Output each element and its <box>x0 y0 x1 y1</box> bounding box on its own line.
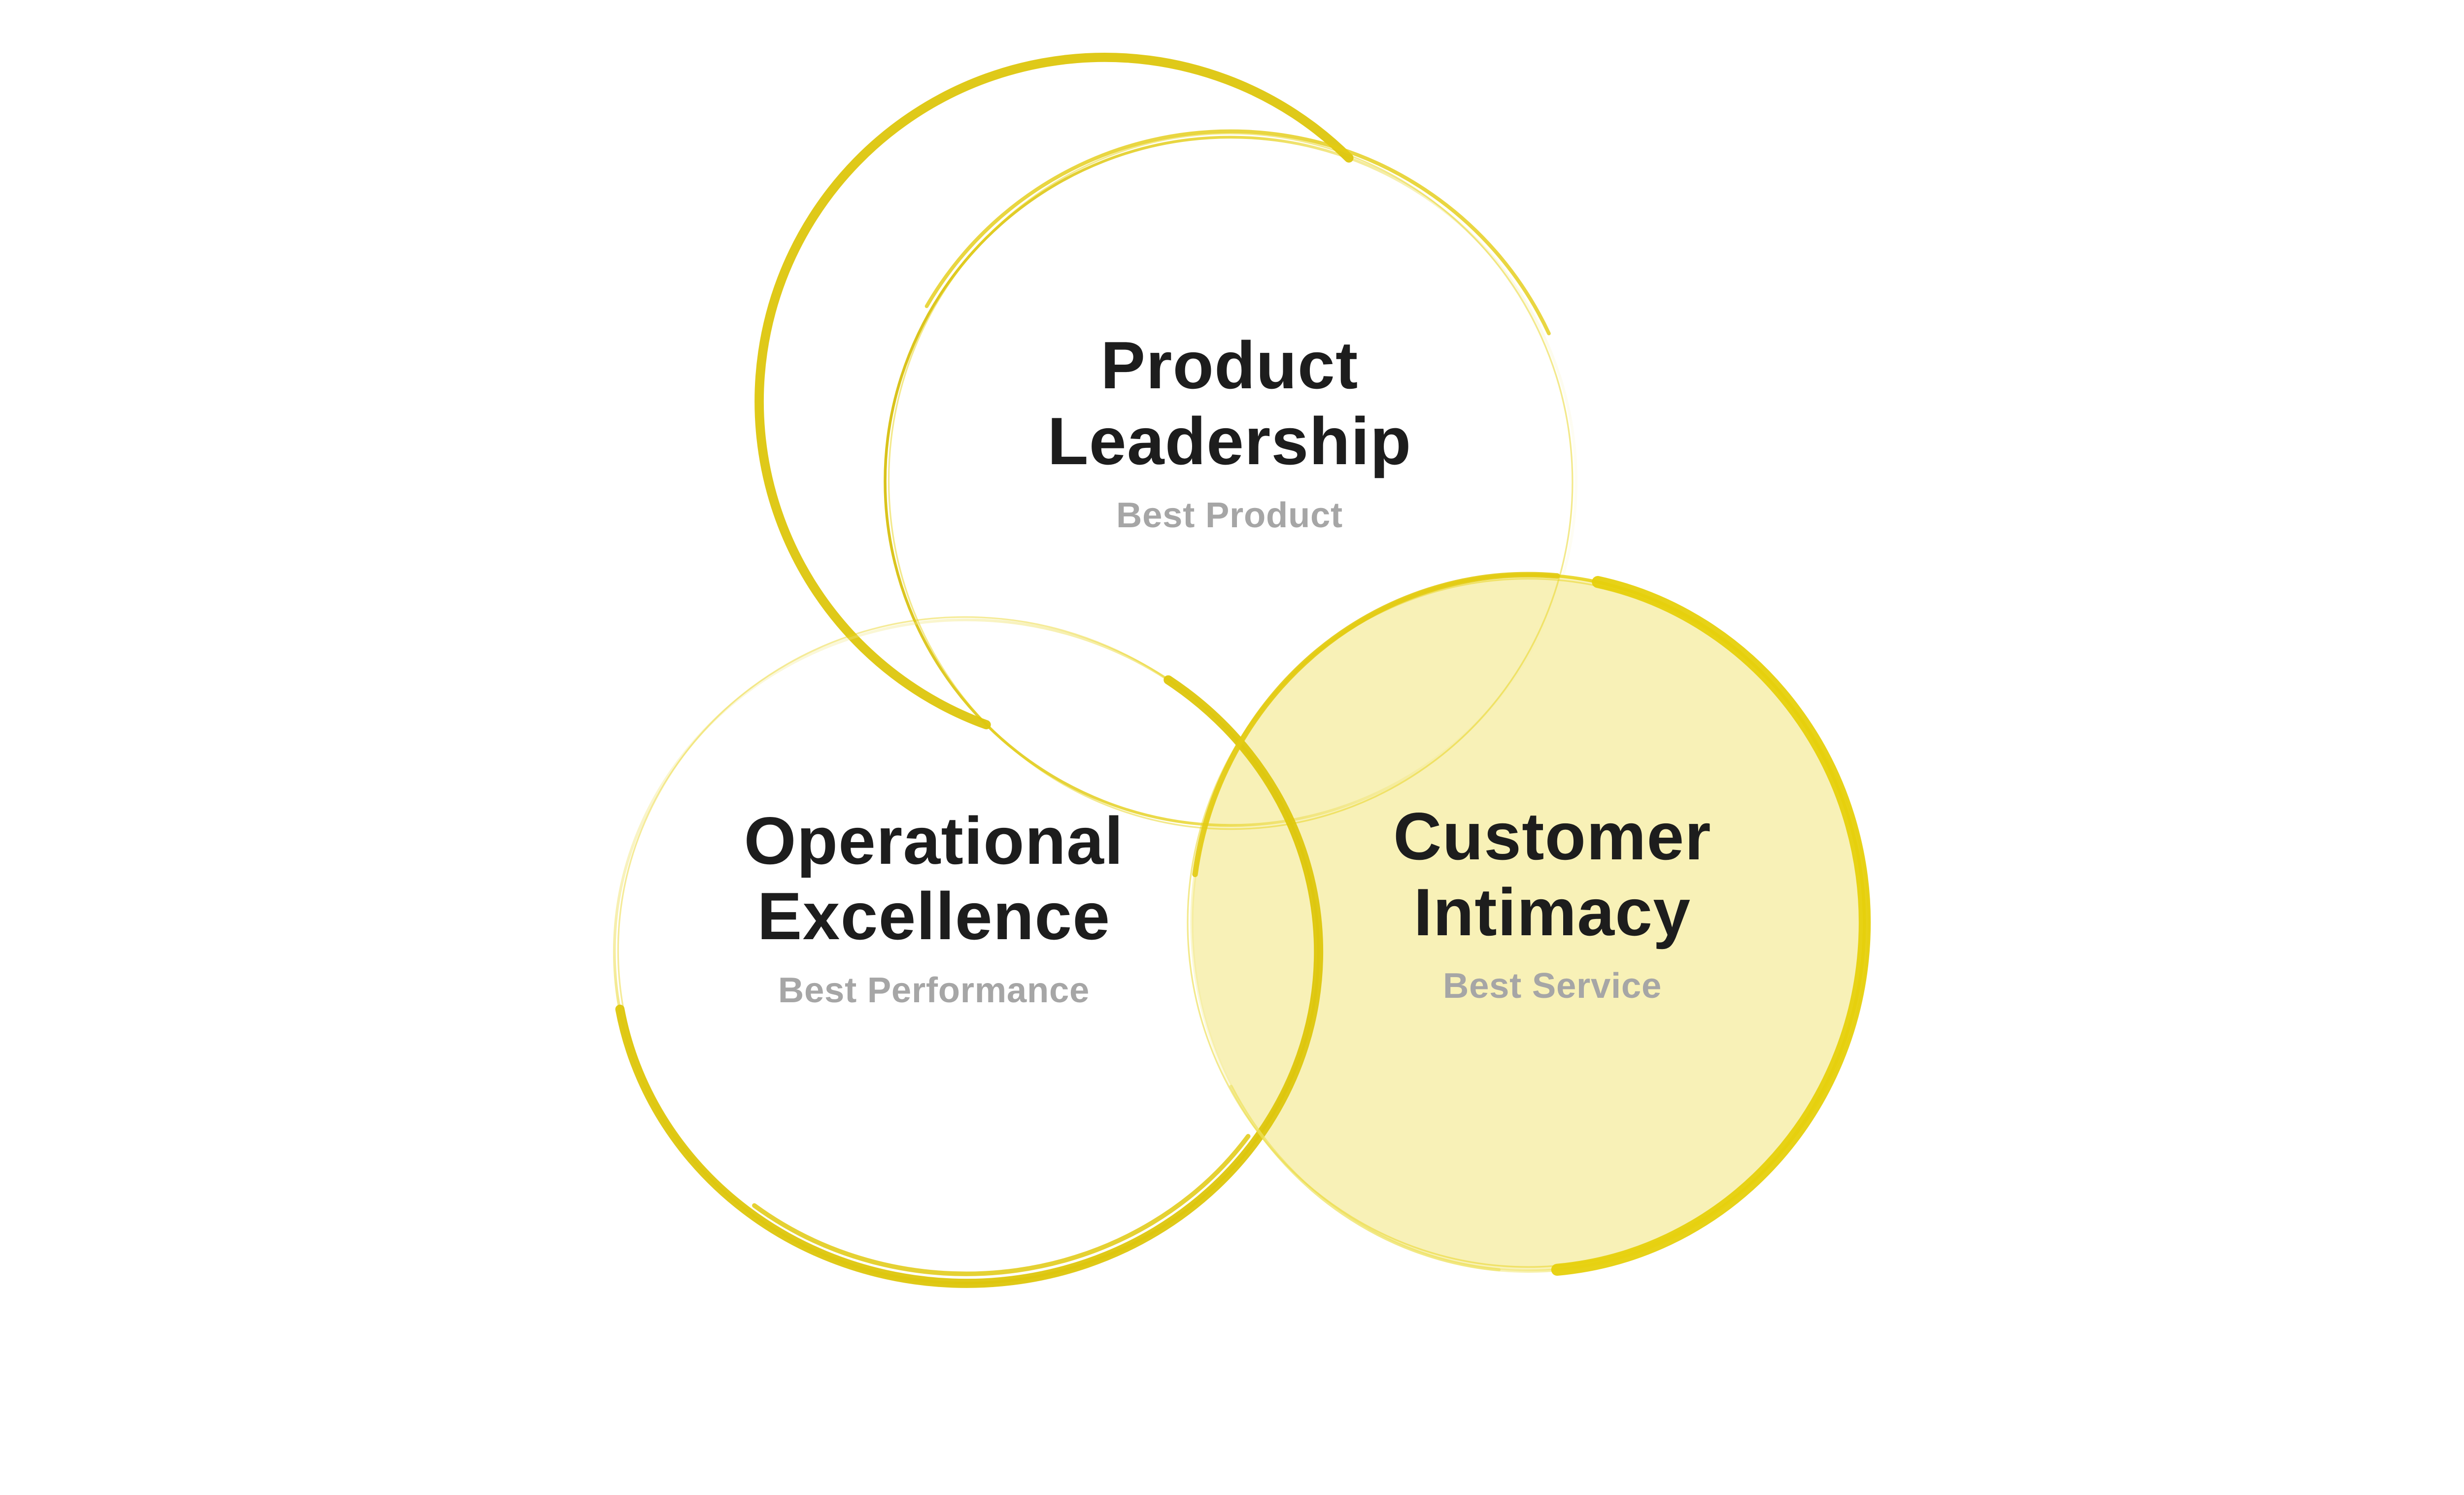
customer-intimacy-circle-faint-arc <box>1229 1085 1501 1272</box>
customer-intimacy-title: Customer Intimacy <box>1393 799 1711 950</box>
customer-intimacy-title-line1: Customer <box>1393 799 1711 874</box>
customer-intimacy-subtitle: Best Service <box>1443 966 1662 1006</box>
customer-intimacy-label: Customer Intimacy Best Service <box>1393 799 1711 1006</box>
operational-excellence-title: Operational Excellence <box>744 803 1124 954</box>
product-leadership-title-line2: Leadership <box>1047 404 1412 479</box>
customer-intimacy-circle-upper-left-arc <box>1192 572 1560 878</box>
product-leadership-subtitle: Best Product <box>1116 495 1343 535</box>
customer-intimacy-circle <box>1187 572 1871 1276</box>
customer-intimacy-title-line2: Intimacy <box>1413 874 1691 950</box>
operational-excellence-title-line2: Excellence <box>757 879 1111 954</box>
operational-excellence-circle-thick-arc <box>615 675 1324 1288</box>
product-leadership-circle-sketch-line <box>888 133 1574 830</box>
product-leadership-label: Product Leadership Best Product <box>1047 328 1411 535</box>
operational-excellence-subtitle: Best Performance <box>778 970 1090 1010</box>
product-leadership-circle <box>754 53 1578 830</box>
operational-excellence-label: Operational Excellence Best Performance <box>744 803 1124 1011</box>
operational-excellence-title-line1: Operational <box>744 803 1124 878</box>
product-leadership-title-line1: Product <box>1100 328 1359 403</box>
venn-diagram-canvas <box>613 53 1871 1288</box>
product-leadership-title: Product Leadership <box>1047 328 1411 479</box>
venn-diagram-stage: Product Leadership Best Product Operatio… <box>613 53 1871 1288</box>
product-leadership-circle-double-arc <box>924 129 1551 336</box>
operational-excellence-circle <box>613 616 1324 1288</box>
product-leadership-circle-thick-arc <box>754 53 1354 730</box>
operational-excellence-circle-double-arc <box>752 1134 1251 1276</box>
customer-intimacy-circle-thick-arc <box>1551 576 1871 1276</box>
customer-intimacy-circle-fill <box>1192 575 1865 1271</box>
product-leadership-circle-outline <box>884 136 1578 827</box>
